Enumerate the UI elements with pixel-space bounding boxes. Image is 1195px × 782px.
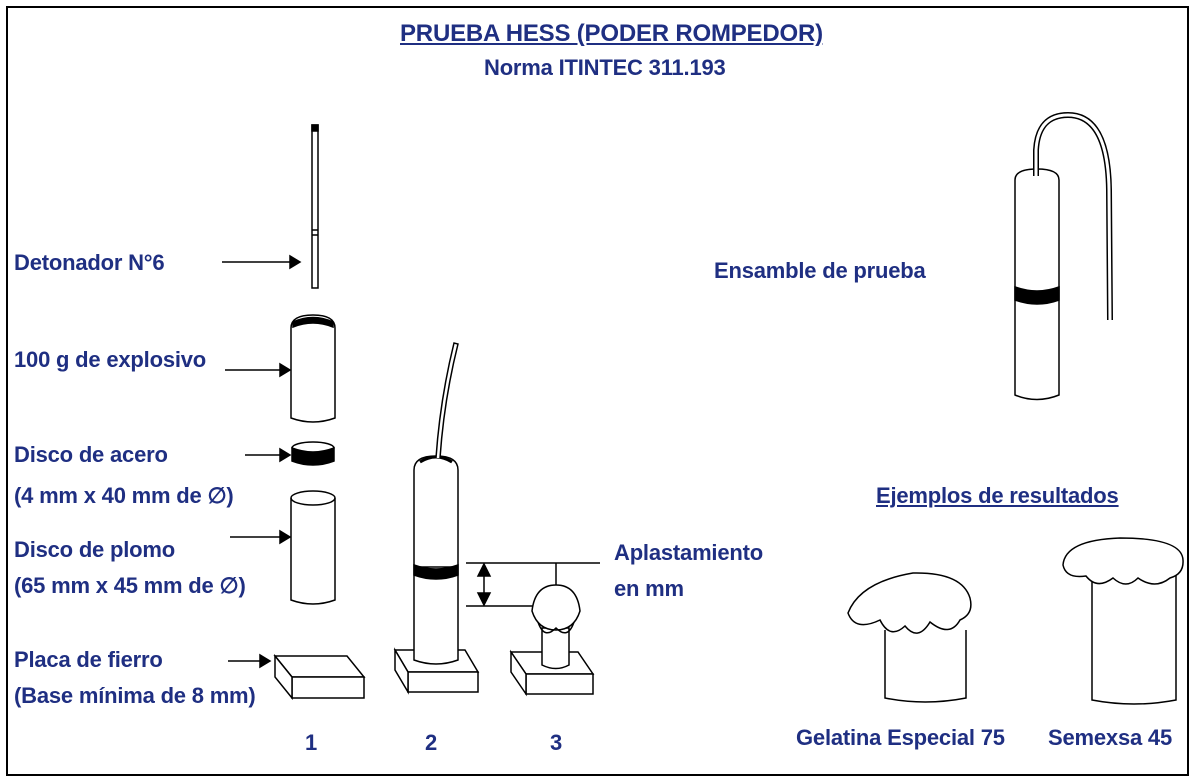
label-crush-1: Aplastamiento: [614, 540, 763, 565]
page-subtitle: Norma ITINTEC 311.193: [484, 55, 726, 80]
crushed-lead-drawing: [509, 584, 595, 697]
label-lead-disc-2: (65 mm x 45 mm de ∅): [14, 573, 246, 598]
result-semexsa-label: Semexsa 45: [1048, 725, 1172, 750]
semexsa-result-drawing: [1062, 537, 1184, 705]
results-heading: Ejemplos de resultados: [876, 483, 1119, 508]
iron-plate-arrow: [228, 653, 272, 669]
result-gelatina-label: Gelatina Especial 75: [796, 725, 1005, 750]
step-number-3: 3: [550, 730, 563, 755]
label-steel-disc-2: (4 mm x 40 mm de ∅): [14, 483, 234, 508]
steel-disc-drawing: [291, 441, 335, 466]
page-title: PRUEBA HESS (PODER ROMPEDOR): [400, 20, 823, 47]
label-iron-plate-1: Placa de fierro: [14, 647, 163, 672]
label-iron-plate-2: (Base mínima de 8 mm): [14, 683, 256, 708]
explosive-cartridge-drawing: [290, 314, 336, 423]
label-lead-disc-1: Disco de plomo: [14, 537, 175, 562]
detonator-arrow: [222, 254, 302, 270]
steel-disc-arrow: [245, 447, 292, 463]
explosive-arrow: [225, 362, 292, 378]
lead-cylinder-drawing: [290, 490, 336, 605]
label-steel-disc-1: Disco de acero: [14, 442, 168, 467]
step-number-1: 1: [305, 730, 318, 755]
assembly-drawing: [1014, 111, 1113, 401]
label-assembly: Ensamble de prueba: [714, 258, 926, 283]
label-crush-2: en mm: [614, 576, 684, 601]
crush-measurement: [466, 562, 600, 607]
iron-plate-drawing: [273, 653, 366, 701]
label-detonator: Detonador N°6: [14, 250, 165, 275]
detonator-drawing: [311, 124, 319, 289]
lead-disc-arrow: [230, 529, 292, 545]
diagram-border: [6, 6, 1189, 776]
label-explosive: 100 g de explosivo: [14, 347, 207, 372]
gelatina-result-drawing: [847, 572, 972, 703]
assembled-test-drawing: [393, 342, 480, 695]
step-number-2: 2: [425, 730, 438, 755]
